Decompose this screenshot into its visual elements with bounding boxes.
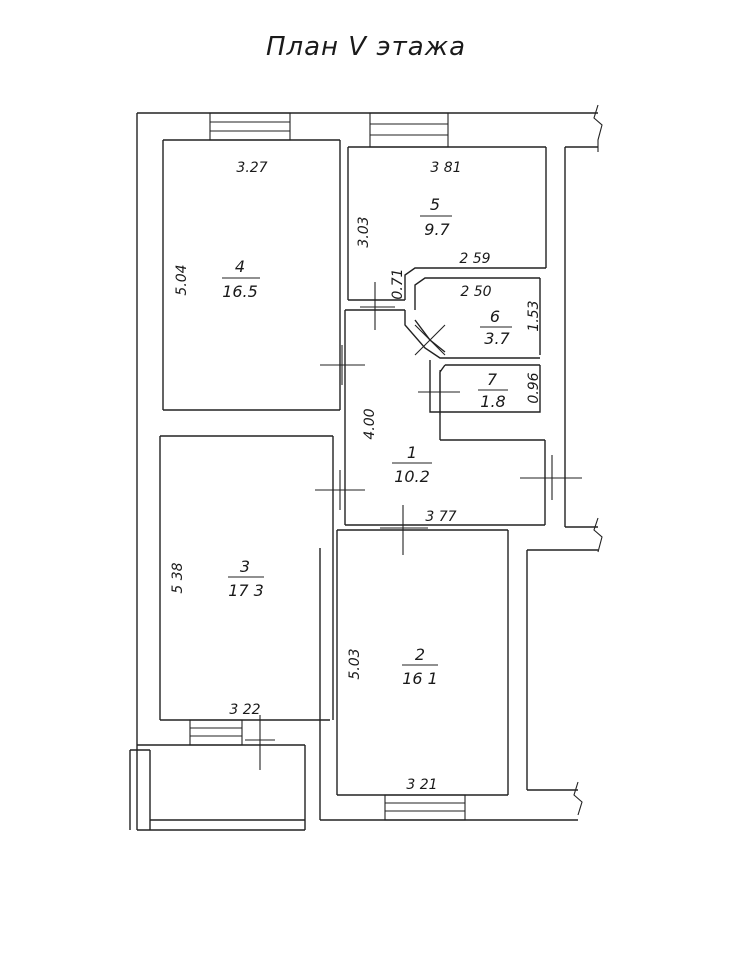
- plan-title: План V этажа: [265, 32, 467, 62]
- door-marks: [245, 282, 582, 770]
- room-6-label: 6 3.7: [480, 307, 512, 348]
- room-1-number: 1: [407, 443, 417, 462]
- dim-room4-width: 3.27: [236, 160, 267, 176]
- room-3-area: 17 3: [228, 581, 264, 600]
- room-1-label: 1 10.2: [392, 443, 432, 486]
- dim-room3-width: 3 22: [229, 702, 260, 718]
- room-3-number: 3: [240, 557, 250, 576]
- room-1-area: 10.2: [394, 467, 430, 486]
- room-6-number: 6: [490, 307, 500, 326]
- room-4-label: 4 16.5: [222, 257, 260, 301]
- room-5-number: 5: [430, 195, 440, 214]
- dim-room5-width: 3 81: [430, 160, 461, 176]
- dim-room6-width: 2 50: [460, 284, 491, 300]
- dim-room1-height: 4.00: [362, 408, 378, 439]
- windows: [189, 112, 466, 821]
- room-4-number: 4: [235, 257, 245, 276]
- dim-room7-height: 0.96: [526, 372, 542, 403]
- room-2-number: 2: [415, 645, 425, 664]
- room-5-area: 9.7: [424, 220, 450, 239]
- room-4-area: 16.5: [222, 282, 258, 301]
- dimension-labels: 3.27 5.04 3 81 3.03 0.71 2 59 2 50 1.53 …: [170, 160, 542, 793]
- dim-room6-top: 2 59: [459, 251, 490, 267]
- dim-corridor-small: 0.71: [390, 268, 406, 299]
- room-3-label: 3 17 3: [228, 557, 264, 600]
- room-7-area: 1.8: [480, 392, 505, 411]
- dim-room3-height: 5 38: [170, 562, 186, 593]
- room-6-area: 3.7: [484, 329, 510, 348]
- dim-room1-width: 3 77: [425, 509, 456, 525]
- dim-room2-height: 5.03: [347, 648, 363, 679]
- room-5-label: 5 9.7: [420, 195, 452, 239]
- dim-room5-height: 3.03: [356, 216, 372, 247]
- room-7-number: 7: [487, 370, 498, 389]
- outer-walls: [129, 104, 603, 831]
- dim-room6-height: 1.53: [526, 300, 542, 331]
- room-2-area: 16 1: [402, 669, 438, 688]
- interior-walls: [160, 140, 546, 720]
- room-7-label: 7 1.8: [478, 370, 508, 411]
- dim-room2-width: 3 21: [406, 777, 437, 793]
- room-2-label: 2 16 1: [402, 645, 438, 688]
- dim-room4-height: 5.04: [174, 264, 190, 295]
